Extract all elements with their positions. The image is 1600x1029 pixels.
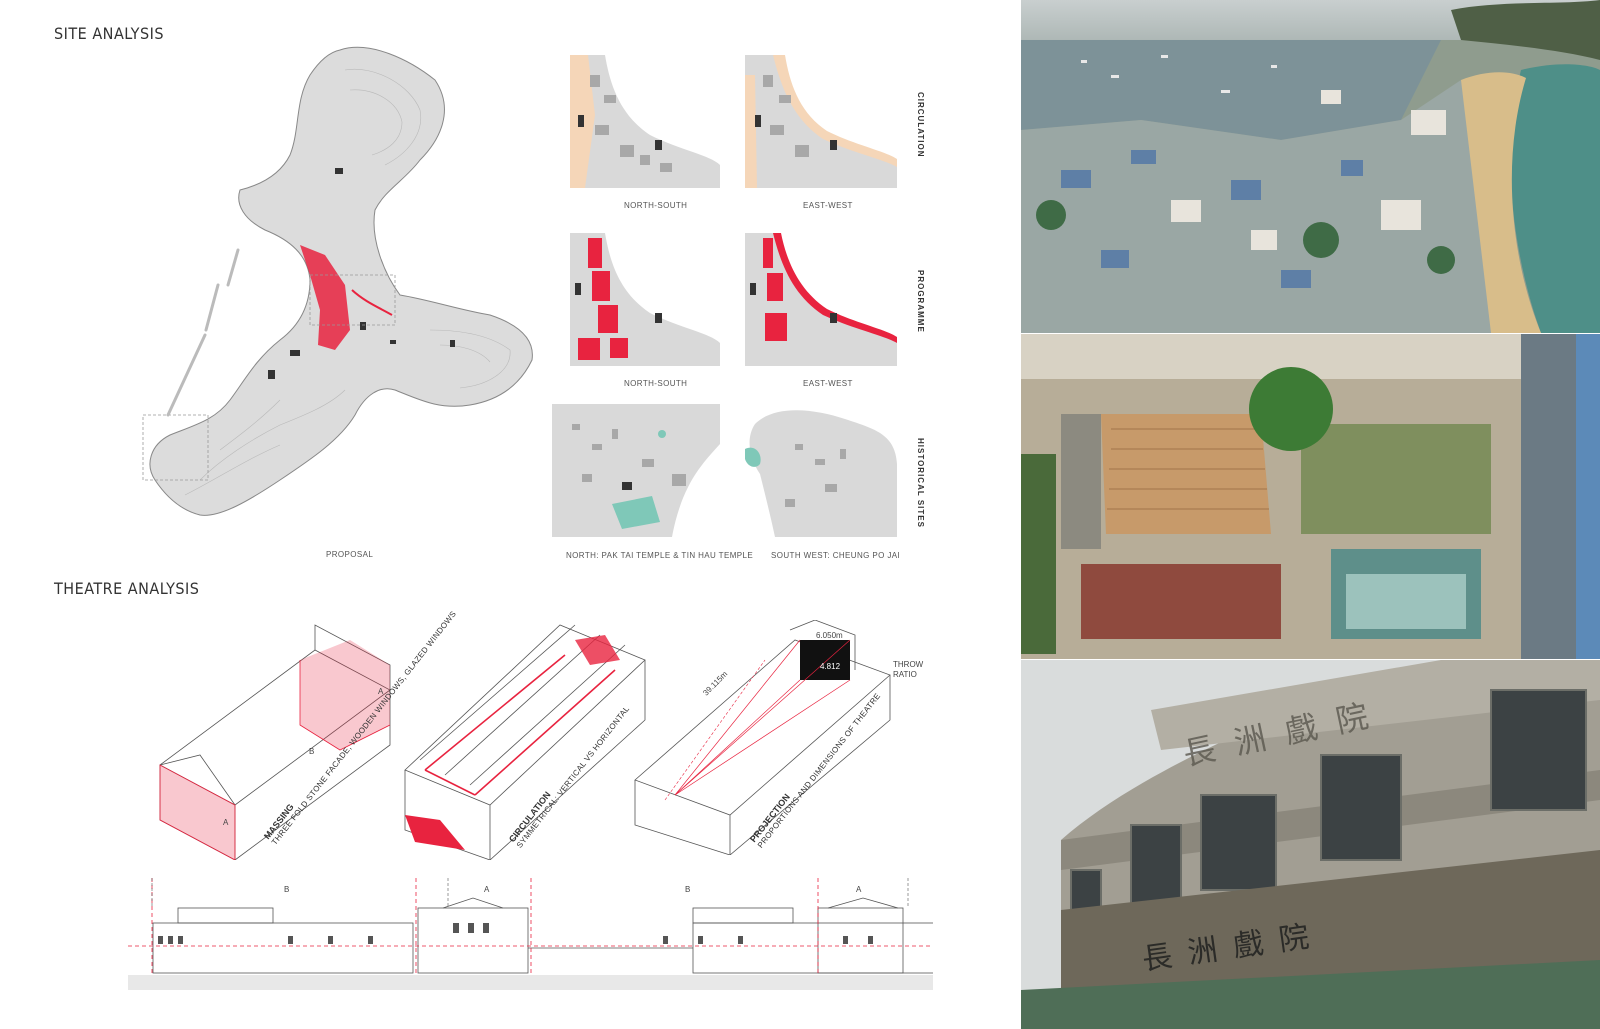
theatre-facade-photo: 長洲戲院 長洲戲院	[1021, 660, 1600, 1029]
island-map	[142, 46, 533, 516]
aerial-harbour-photo	[1021, 0, 1600, 333]
throw-ratio-label: THROW RATIO	[893, 660, 924, 679]
projection-height-dim: 4.812	[820, 662, 841, 671]
caption-circulation-ns: NORTH-SOUTH	[624, 201, 688, 210]
caption-historical-southwest: SOUTH WEST: CHEUNG PO JAI	[771, 551, 901, 560]
elevation-mark-1: B	[284, 885, 290, 894]
projection-axonometric	[634, 620, 891, 855]
massing-zone-a-label: A	[378, 687, 384, 696]
map-circulation-ew	[745, 55, 897, 188]
theatre-analysis-title: THEATRE ANALYSIS	[54, 579, 200, 598]
proposal-caption: PROPOSAL	[326, 550, 374, 559]
massing-axonometric	[159, 624, 391, 860]
caption-circulation-ew: EAST-WEST	[803, 201, 853, 210]
elevation-mark-4: A	[856, 885, 862, 894]
projection-width-dim: 6.050m	[816, 631, 843, 640]
row-label-circulation: CIRCULATION	[916, 92, 925, 158]
theatre-elevation	[128, 878, 933, 990]
row-label-historical: HISTORICAL SITES	[916, 438, 925, 528]
elevation-mark-2: A	[484, 885, 490, 894]
map-circulation-ns	[570, 55, 720, 188]
circulation-axonometric	[404, 624, 646, 860]
massing-zone-a-front-label: A	[223, 818, 229, 827]
site-analysis-title: SITE ANALYSIS	[54, 24, 164, 43]
elevation-mark-3: B	[685, 885, 691, 894]
map-programme-ns	[570, 233, 720, 366]
map-programme-ew	[745, 233, 897, 366]
overhead-theatre-photo	[1021, 334, 1600, 659]
caption-programme-ew: EAST-WEST	[803, 379, 853, 388]
massing-zone-b-label: B	[309, 747, 315, 756]
caption-programme-ns: NORTH-SOUTH	[624, 379, 688, 388]
map-historical-southwest	[745, 404, 897, 537]
row-label-programme: PROGRAMME	[916, 270, 925, 333]
caption-historical-north: NORTH: PAK TAI TEMPLE & TIN HAU TEMPLE	[566, 551, 754, 560]
map-historical-north	[552, 404, 720, 537]
